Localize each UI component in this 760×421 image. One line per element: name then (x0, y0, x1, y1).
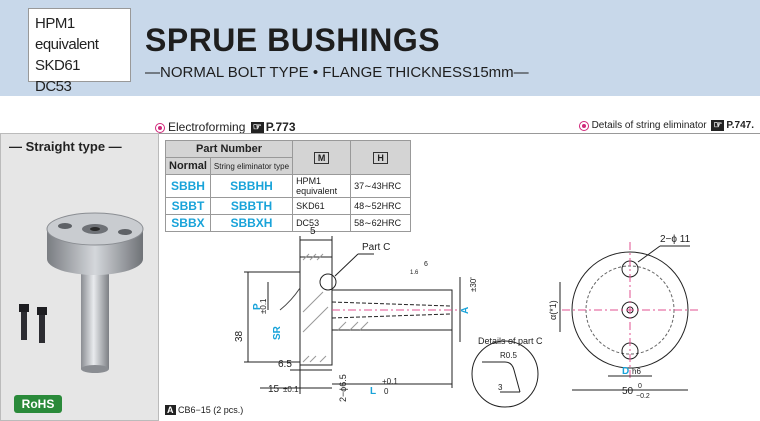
angle-a: A (460, 307, 471, 314)
material-cell: HPM1 equivalent (292, 174, 352, 198)
detail-c-circle (471, 340, 539, 408)
dim-d-h6: h6 (632, 367, 641, 376)
table-row: SBBT SBBTH SKD61 48∼52HRC (165, 197, 412, 215)
code-string[interactable]: SBBXH (209, 214, 294, 232)
bolt-1 (19, 304, 29, 340)
table-row: SBBH SBBHH HPM1 equivalent 37∼43HRC (165, 174, 412, 198)
angle-a-tol: ±30' (469, 277, 478, 292)
end-view-outer (571, 251, 689, 369)
page-title: SPRUE BUSHINGS (145, 22, 441, 58)
electroforming-ref[interactable]: Electroforming ☞P.773 (155, 120, 296, 134)
material-2: SKD61 (35, 57, 81, 74)
roughness-6: 6 (424, 261, 428, 268)
part-number-table: Part Number M H Normal String eliminator… (164, 140, 412, 232)
electroforming-label: Electroforming (168, 120, 246, 134)
dim-3: 3 (498, 383, 503, 392)
panel-title: — Straight type — (9, 139, 122, 154)
header-band: HPM1 equivalent SKD61 DC53 SPRUE BUSHING… (0, 0, 760, 96)
dim-2-phi-11: 2−ϕ 11 (660, 234, 691, 245)
dim-50-tol-bottom: −0.2 (636, 393, 650, 400)
note-a-text: CB6−15 (2 pcs.) (178, 405, 244, 415)
dim-d: D (622, 366, 629, 377)
dim-sr: SR (272, 325, 283, 340)
straight-type-panel: — Straight type — (0, 133, 159, 421)
part-c-label: Part C (362, 242, 390, 253)
dim-l-tol-bottom: 0 (384, 387, 389, 396)
product-photo (19, 212, 144, 373)
code-string[interactable]: SBBHH (209, 174, 294, 198)
dim-5: 5 (310, 226, 316, 237)
hatching (302, 253, 329, 363)
material-cell: SKD61 (292, 197, 352, 215)
code-string[interactable]: SBBTH (209, 197, 294, 215)
dim-15: 15 (268, 384, 280, 395)
material-box: HPM1 equivalent SKD61 DC53 (28, 8, 131, 95)
bolt-2 (37, 307, 47, 343)
dim-r0-5: R0.5 (500, 351, 517, 360)
string-type-header: String eliminator type (209, 157, 294, 175)
dim-38: 38 (234, 330, 245, 342)
string-eliminator-page: P.747. (726, 120, 754, 132)
code-normal[interactable]: SBBH (165, 174, 211, 198)
dim-50: 50 (622, 386, 634, 397)
reference-icon (578, 120, 589, 131)
table-row: SBBX SBBXH DC53 58∼62HRC (165, 214, 412, 232)
string-eliminator-label: Details of string eliminator (591, 120, 707, 132)
dim-6-5: 6.5 (278, 359, 292, 370)
hardness-cell: 37∼43HRC (350, 174, 412, 198)
material-header: M (292, 140, 352, 175)
string-eliminator-ref[interactable]: Details of string eliminator ☞P.747. (578, 120, 754, 132)
part-c-marker (319, 273, 337, 291)
material-3: DC53 (35, 78, 72, 95)
dim-p-tol: ±0.1 (259, 298, 268, 314)
page-subtitle: —NORMAL BOLT TYPE • FLANGE THICKNESS15mm… (145, 64, 529, 81)
catalog-book-icon: ☞ (711, 120, 725, 131)
frame-divider (159, 133, 760, 134)
dim-p: P (252, 303, 263, 310)
bushing-shank (81, 259, 109, 369)
roughness-1-6: 1.6 (410, 270, 419, 276)
dim-l: L (370, 386, 376, 397)
technical-drawing: 5 Part C 38 P ±0.1 SR A ±30' 6.5 15 ±0.1… (234, 226, 698, 408)
reference-icon (155, 122, 165, 133)
code-normal[interactable]: SBBT (165, 197, 211, 215)
hardness-header: H (350, 140, 412, 175)
dim-phi-6-5: 2−ϕ6.5 (338, 374, 348, 402)
code-normal[interactable]: SBBX (165, 214, 211, 232)
note-a: A CB6−15 (2 pcs.) (165, 405, 243, 415)
part-number-header: Part Number (164, 140, 294, 158)
dim-15-tol: ±0.1 (283, 385, 299, 394)
dim-50-tol-top: 0 (638, 383, 642, 390)
electroforming-page: P.773 (265, 120, 296, 134)
rohs-badge: RoHS (14, 395, 62, 413)
normal-header: Normal (165, 157, 211, 175)
details-part-c-label: Details of part C (478, 336, 543, 346)
catalog-book-icon: ☞ (250, 122, 264, 134)
flange-section (299, 256, 333, 366)
material-1: HPM1 equivalent (35, 15, 99, 53)
note-a-letter: A (165, 405, 176, 415)
hardness-cell: 48∼52HRC (350, 197, 412, 215)
dim-alpha: α(*1) (548, 300, 558, 320)
dim-l-tol-top: +0.1 (382, 377, 398, 386)
hardness-cell: 58∼62HRC (350, 214, 412, 232)
